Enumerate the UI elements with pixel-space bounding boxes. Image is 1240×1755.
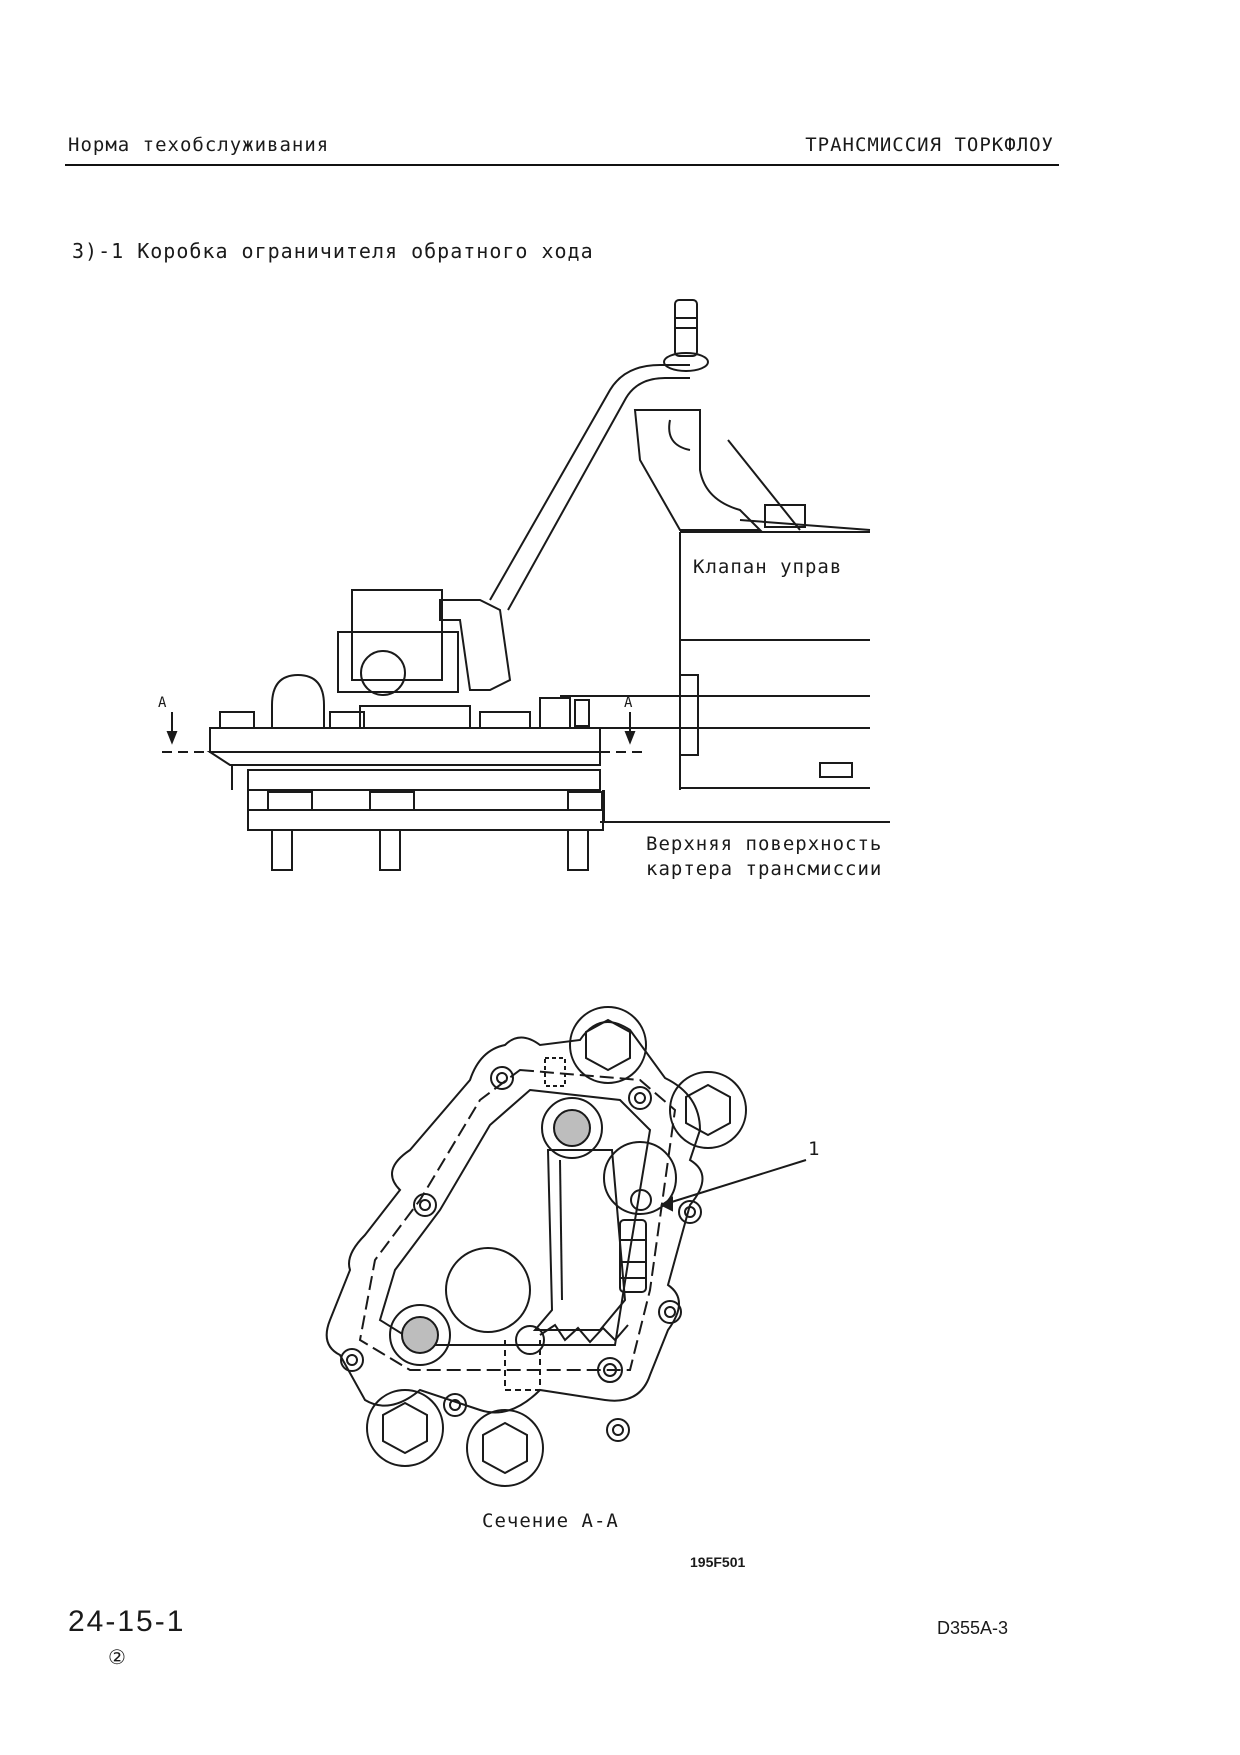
label-surface-line2: картера трансмиссии (646, 858, 883, 880)
section-title: 3)-1 Коробка ограничителя обратного хода (72, 239, 594, 263)
section-caption: Сечение А-А (482, 1510, 619, 1532)
header-right: ТРАНСМИССИЯ ТОРКФЛОУ (805, 134, 1054, 156)
model-code: D355A-3 (937, 1618, 1009, 1638)
callout-1: 1 (808, 1138, 821, 1160)
header-left: Норма техобслуживания (68, 134, 330, 156)
label-control-valve: Клапан управ (693, 556, 843, 578)
section-marker-left: A (158, 695, 168, 711)
label-surface-line1: Верхняя поверхность (646, 833, 883, 855)
header-rule (65, 164, 1059, 166)
section-marker-right: A (624, 695, 634, 711)
revision-mark: ② (108, 1645, 126, 1669)
figure-code: 195F501 (690, 1554, 746, 1570)
page-number: 24-15-1 (68, 1605, 186, 1638)
